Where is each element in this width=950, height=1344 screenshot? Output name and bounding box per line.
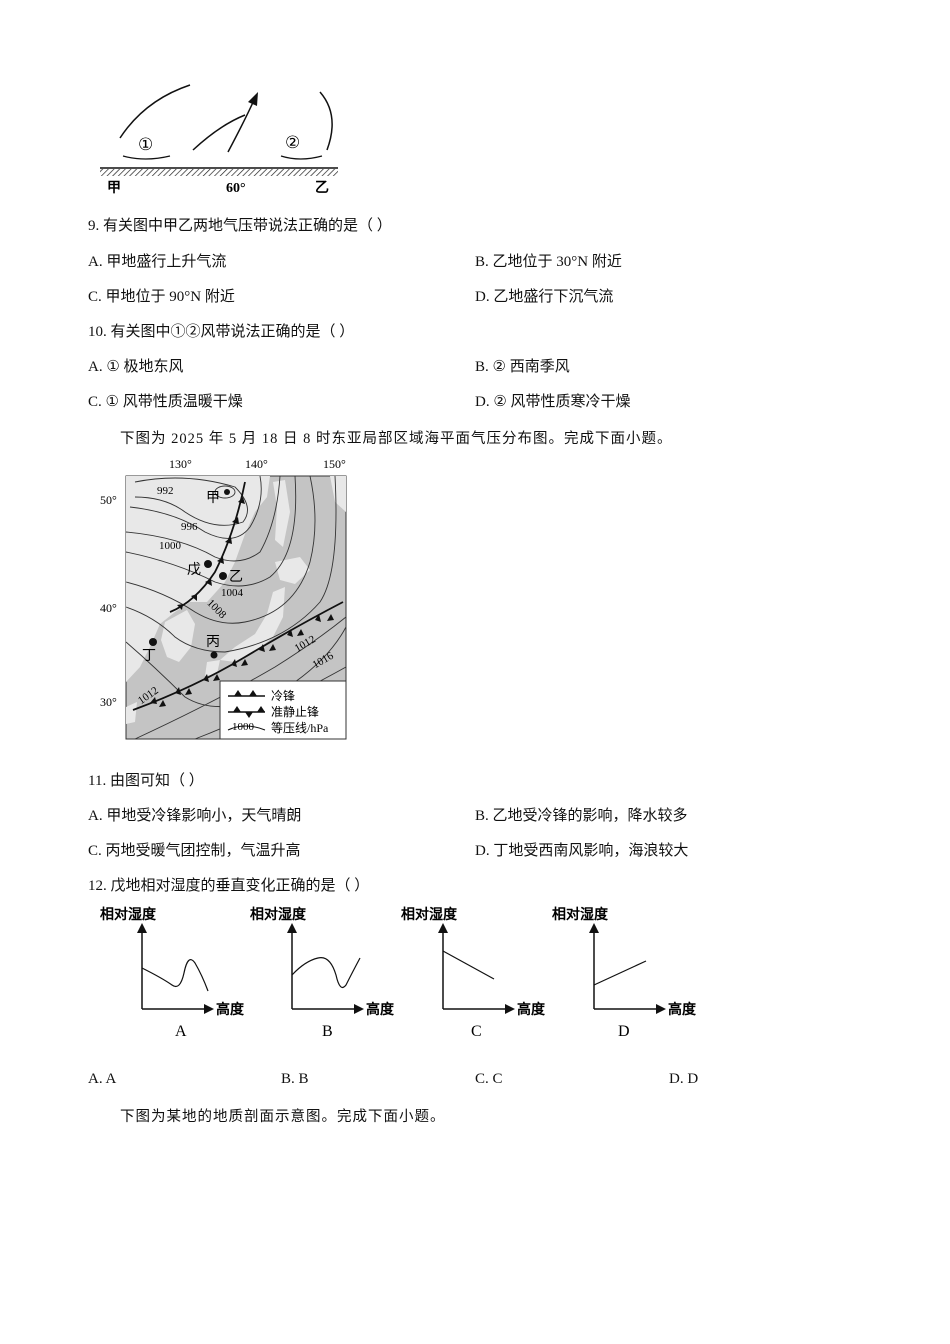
place-yi: 乙 xyxy=(229,569,243,585)
graph-c-xlabel: 高度 xyxy=(517,1001,546,1018)
q10-option-d[interactable]: D. ② 风带性质寒冷干燥 xyxy=(475,394,631,410)
marker-arc-2 xyxy=(280,155,323,160)
isobar-1000: 1000 xyxy=(159,540,182,552)
intro-weather-map: 下图为 2025 年 5 月 18 日 8 时东亚局部区域海平面气压分布图。完成… xyxy=(120,431,673,447)
airflow-arrow xyxy=(227,97,256,153)
graph-a-xlabel: 高度 xyxy=(216,1001,245,1018)
q9-option-a[interactable]: A. 甲地盛行上升气流 xyxy=(88,254,227,270)
airflow-curve-4 xyxy=(319,91,333,151)
humidity-graph-d: 相对湿度 高度 D xyxy=(552,906,697,1040)
sea-level-pressure-map: 甲 乙 丙 丁 戊 992 996 1000 1004 1008 1012 10… xyxy=(100,457,347,740)
q10-option-c[interactable]: C. ① 风带性质温暖干燥 xyxy=(88,394,243,410)
q11-option-c[interactable]: C. 丙地受暖气团控制，气温升高 xyxy=(88,843,301,859)
land-taiwan xyxy=(126,702,137,724)
label-60: 60° xyxy=(226,181,246,195)
lon-130: 130° xyxy=(169,457,192,471)
land-sakhalin xyxy=(273,480,290,547)
legend-cold-front: 冷锋 xyxy=(271,689,295,703)
point-wu xyxy=(204,560,212,568)
q9-option-d[interactable]: D. 乙地盛行下沉气流 xyxy=(475,289,614,305)
legend-box xyxy=(219,680,347,740)
marker-1: ① xyxy=(138,135,153,154)
q11-option-b[interactable]: B. 乙地受冷锋的影响，降水较多 xyxy=(475,808,688,824)
point-ding xyxy=(149,638,157,646)
isobar-996: 996 xyxy=(181,521,198,533)
legend-isobar: 等压线/hPa xyxy=(271,721,329,735)
graph-c-ylabel: 相对湿度 xyxy=(401,906,458,923)
q11-option-a[interactable]: A. 甲地受冷锋影响小，天气晴朗 xyxy=(88,808,302,824)
graph-c-line xyxy=(442,950,495,980)
place-wu: 戊 xyxy=(187,562,201,578)
q10-stem: 10. 有关图中①②风带说法正确的是（ ） xyxy=(88,324,355,340)
isobar-992: 992 xyxy=(157,485,174,497)
q11-option-d[interactable]: D. 丁地受西南风影响，海浪较大 xyxy=(475,843,689,859)
label-yi: 乙 xyxy=(315,180,329,195)
cold-front xyxy=(169,481,246,613)
q12-option-d[interactable]: D. D xyxy=(669,1071,699,1087)
graph-b-curve xyxy=(291,957,361,988)
lat-40: 40° xyxy=(100,601,117,615)
legend-stationary-front: 准静止锋 xyxy=(271,705,319,719)
graph-d-xlabel: 高度 xyxy=(668,1001,697,1018)
humidity-graph-c: 相对湿度 高度 C xyxy=(401,906,546,1040)
graph-b-ylabel: 相对湿度 xyxy=(250,906,307,923)
graph-d-line xyxy=(593,960,647,986)
stationary-front xyxy=(132,601,344,711)
q9-option-c[interactable]: C. 甲地位于 90°N 附近 xyxy=(88,289,235,305)
airflow-curve-2 xyxy=(192,114,246,151)
land-kamchatka xyxy=(330,476,346,512)
graph-c-name: C xyxy=(471,1023,482,1040)
land-hokkaido xyxy=(275,557,310,584)
q11-stem: 11. 由图可知（ ） xyxy=(88,773,204,789)
graph-a-ylabel: 相对湿度 xyxy=(100,906,157,923)
lat-50: 50° xyxy=(100,493,117,507)
intro-geology-section: 下图为某地的地质剖面示意图。完成下面小题。 xyxy=(120,1109,446,1125)
q9-stem: 9. 有关图中甲乙两地气压带说法正确的是（ ） xyxy=(88,218,392,234)
place-bing: 丙 xyxy=(206,635,220,650)
place-jia: 甲 xyxy=(206,491,220,506)
humidity-graph-b: 相对湿度 高度 B xyxy=(250,906,395,1040)
land-kyushu xyxy=(205,660,220,676)
label-jia: 甲 xyxy=(107,180,121,195)
point-bing xyxy=(210,651,218,659)
pressure-belt-diagram: ① ② 甲 60° 乙 xyxy=(100,84,338,195)
q12-option-a[interactable]: A. A xyxy=(88,1071,117,1087)
q9-option-b[interactable]: B. 乙地位于 30°N 附近 xyxy=(475,254,622,270)
legend-isobar-sample: 1000 xyxy=(232,721,255,733)
graph-a-name: A xyxy=(175,1023,187,1040)
marker-2: ② xyxy=(285,133,300,152)
lon-150: 150° xyxy=(323,457,346,471)
place-ding: 丁 xyxy=(142,649,156,664)
q10-option-a[interactable]: A. ① 极地东风 xyxy=(88,359,184,375)
graph-a-curve xyxy=(141,959,209,992)
graph-d-ylabel: 相对湿度 xyxy=(552,906,609,923)
marker-arc-1 xyxy=(122,155,171,160)
q12-option-c[interactable]: C. C xyxy=(475,1071,503,1087)
humidity-graph-a: 相对湿度 高度 A xyxy=(100,906,245,1040)
graph-d-name: D xyxy=(618,1023,630,1040)
lon-140: 140° xyxy=(245,457,268,471)
airflow-curve-1 xyxy=(119,84,191,139)
q12-option-b[interactable]: B. B xyxy=(281,1071,309,1087)
lat-30: 30° xyxy=(100,695,117,709)
graph-b-name: B xyxy=(322,1023,333,1040)
q10-option-b[interactable]: B. ② 西南季风 xyxy=(475,359,570,375)
land-honshu xyxy=(220,587,285,662)
graph-b-xlabel: 高度 xyxy=(366,1001,395,1018)
point-jia xyxy=(224,489,230,495)
point-yi xyxy=(219,572,227,580)
q12-stem: 12. 戊地相对湿度的垂直变化正确的是（ ） xyxy=(88,878,370,894)
land-korea xyxy=(161,610,195,662)
isobar-1004: 1004 xyxy=(221,587,244,599)
